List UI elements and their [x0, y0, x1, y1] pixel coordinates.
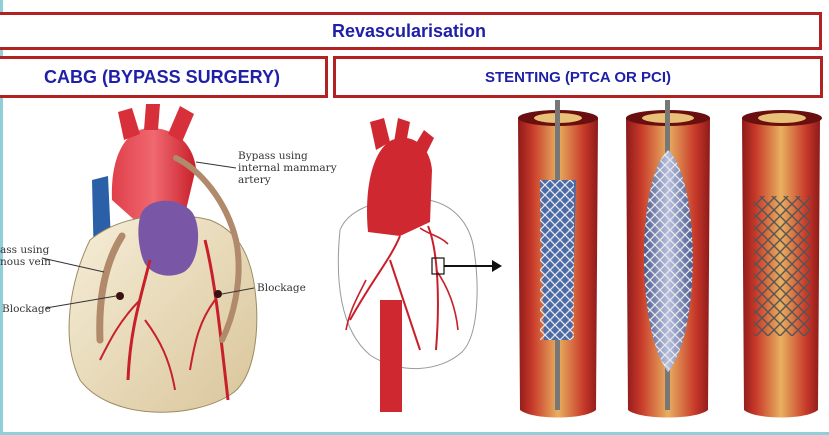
- pulmonary-atrium: [138, 200, 199, 276]
- coronary-artery-left: [126, 259, 152, 381]
- mammary-artery-graft: [173, 155, 242, 343]
- title-banner: Revascularisation: [0, 12, 822, 50]
- bypass-mammary-label: Bypass using internal mammary artery: [238, 150, 337, 186]
- stenting-section-header: STENTING (PTCA OR PCI): [333, 56, 823, 98]
- bypass-mammary-line3: artery: [238, 174, 271, 186]
- bypass-vein-label: ass using nous vein: [0, 244, 51, 268]
- aorta: [111, 128, 196, 225]
- vessel-stage-2: [626, 100, 710, 418]
- blockage-left-label: Blockage: [2, 303, 51, 315]
- aorta-stent: [367, 137, 432, 236]
- descending-aorta: [380, 300, 402, 412]
- page-title: Revascularisation: [331, 20, 487, 41]
- expanded-stent: [754, 196, 810, 336]
- stenting-title: STENTING (PTCA OR PCI): [484, 68, 672, 86]
- bypass-mammary-line2: internal mammary: [238, 162, 337, 174]
- bypass-mammary-line1: Bypass using: [238, 150, 308, 162]
- blockage-left-marker: [116, 292, 124, 300]
- vessel-stage-3: [742, 110, 822, 418]
- blockage-right-label: Blockage: [257, 282, 306, 294]
- bypass-vein-line1: ass using: [0, 244, 50, 256]
- cabg-heart-illustration: [41, 104, 258, 413]
- bypass-vein-line2: nous vein: [0, 256, 51, 268]
- cabg-title: CABG (BYPASS SURGERY): [43, 66, 281, 87]
- blockage-right-marker: [214, 290, 222, 298]
- stent-heart-illustration: [337, 118, 502, 412]
- saphenous-vein-graft: [96, 232, 126, 344]
- cabg-section-header: CABG (BYPASS SURGERY): [0, 56, 328, 98]
- zoom-arrow-head: [492, 260, 502, 272]
- coronary-artery-right: [203, 239, 230, 401]
- vessel-stage-1: [518, 100, 598, 418]
